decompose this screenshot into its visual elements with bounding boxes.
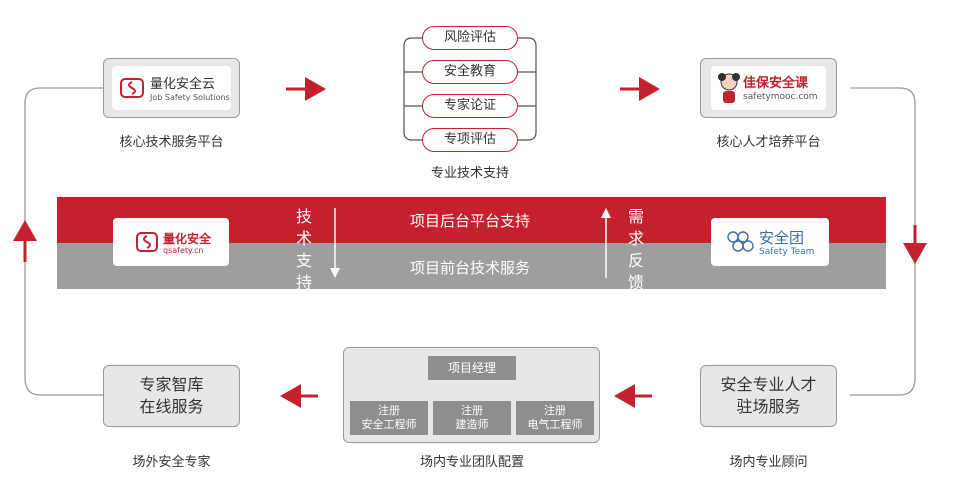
- onsite-consultant-caption: 场内专业顾问: [729, 455, 808, 470]
- qsafety-cloud-logo: 量化安全云 Job Safety Solutions: [112, 66, 231, 110]
- safety-team-logo: 安全团 Safety Team: [711, 218, 829, 266]
- services-bracket-right: [512, 37, 537, 141]
- logo-name: 安全团: [759, 229, 805, 247]
- service-special-assessment: 专项评估: [422, 128, 518, 152]
- onsite-talent-line1: 安全专业人才: [720, 375, 817, 394]
- shield-logo-icon: [136, 232, 158, 252]
- team-member-electrical-engineer: 注册 电气工程师: [516, 401, 594, 435]
- member-line2: 安全工程师: [361, 418, 417, 431]
- logo-sub: qsafety.cn: [163, 246, 204, 255]
- services-caption: 专业技术支持: [430, 166, 509, 181]
- core-tech-platform-caption: 核心技术服务平台: [119, 135, 224, 150]
- demand-feedback-vertical: 需求反馈: [627, 207, 644, 292]
- member-line1: 注册: [544, 404, 566, 417]
- logo-name: 佳保安全课: [743, 76, 809, 91]
- logo-name: 量化安全云: [150, 77, 216, 92]
- team-manager: 项目经理: [428, 356, 516, 380]
- mascot-icon: [718, 73, 740, 103]
- logo-sub: Job Safety Solutions: [150, 93, 230, 102]
- expert-online-box: 专家智库 在线服务: [103, 365, 240, 427]
- tech-support-vertical: 技术支持: [295, 207, 312, 292]
- safetymooc-logo: 佳保安全课 safetymooc.com: [711, 66, 826, 110]
- front-service-label: 项目前台技术服务: [409, 259, 530, 277]
- member-line2: 建造师: [455, 418, 489, 431]
- onsite-team-caption: 场内专业团队配置: [419, 455, 524, 470]
- core-tech-platform-box: 量化安全云 Job Safety Solutions: [103, 58, 240, 118]
- shield-logo-icon: [120, 78, 144, 98]
- talent-platform-caption: 核心人才培养平台: [716, 135, 821, 150]
- expert-online-line1: 专家智库: [139, 375, 204, 394]
- qsafety-logo: 量化安全 qsafety.cn: [113, 218, 229, 266]
- talent-training-platform-box: 佳保安全课 safetymooc.com: [700, 58, 837, 118]
- member-line1: 注册: [461, 404, 483, 417]
- logo-sub: safetymooc.com: [743, 92, 818, 102]
- back-platform-label: 项目后台平台支持: [409, 212, 530, 230]
- team-member-safety-engineer: 注册 安全工程师: [350, 401, 428, 435]
- offsite-expert-caption: 场外安全专家: [132, 455, 211, 470]
- hexagon-cluster-icon: [727, 231, 754, 252]
- logo-name: 量化安全: [163, 232, 212, 246]
- onsite-talent-box: 安全专业人才 驻场服务: [700, 365, 837, 427]
- expert-online-line2: 在线服务: [139, 397, 204, 416]
- service-safety-education: 安全教育: [422, 60, 518, 84]
- onsite-talent-line2: 驻场服务: [736, 397, 801, 416]
- service-risk-assessment: 风险评估: [422, 26, 518, 50]
- services-bracket-left: [403, 37, 428, 141]
- service-expert-review: 专家论证: [422, 94, 518, 118]
- logo-sub: Safety Team: [759, 247, 815, 257]
- member-line2: 电气工程师: [527, 418, 583, 431]
- member-line1: 注册: [378, 404, 400, 417]
- team-member-constructor: 注册 建造师: [433, 401, 511, 435]
